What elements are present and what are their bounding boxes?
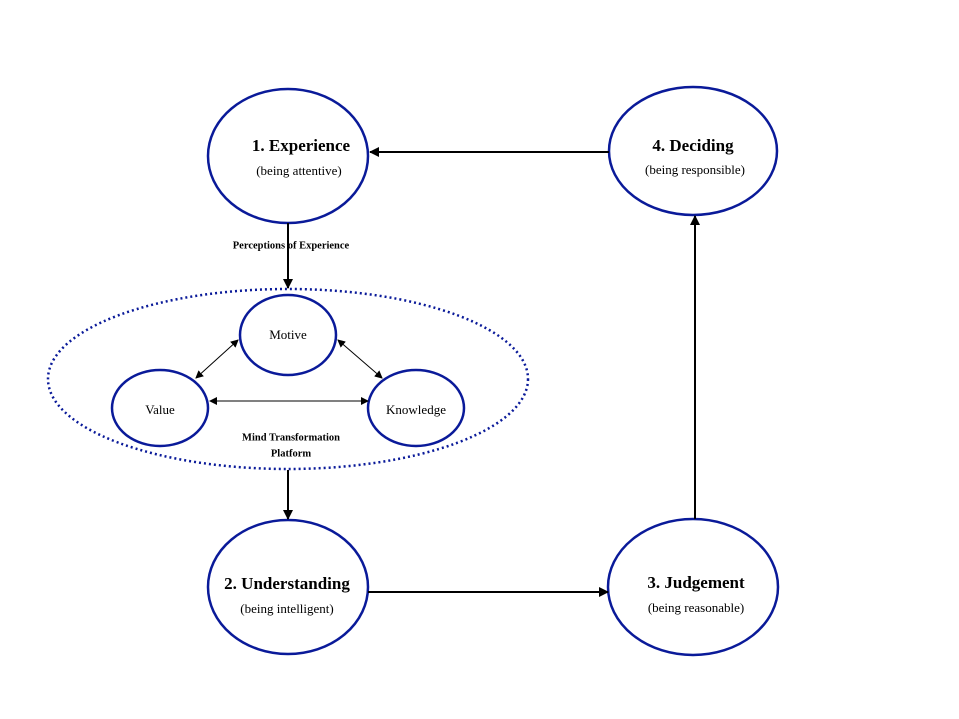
perceptions-edge-label: Perceptions of Experience — [232, 240, 350, 252]
knowledge-node — [366, 368, 466, 448]
experience-subtitle: (being attentive) — [256, 163, 342, 178]
deciding-subtitle: (being responsible) — [644, 162, 746, 177]
arrow-motive-knowledge — [337, 339, 383, 379]
value-node — [110, 368, 210, 448]
knowledge-label: Knowledge — [386, 402, 446, 417]
experience-node — [206, 87, 370, 225]
value-label: Value — [145, 402, 175, 417]
understanding-node — [206, 518, 370, 656]
experience-title: 1. Experience — [251, 136, 351, 155]
platform-label-line2: Platform — [270, 448, 312, 460]
arrow-motive-value — [195, 339, 239, 379]
judgement-subtitle: (being reasonable) — [647, 600, 745, 615]
deciding-title: 4. Deciding — [652, 136, 734, 155]
motive-node — [238, 293, 338, 377]
understanding-subtitle: (being intelligent) — [240, 601, 334, 616]
judgement-title: 3. Judgement — [647, 573, 745, 592]
mind-transformation-platform — [46, 287, 530, 471]
understanding-title: 2. Understanding — [224, 574, 350, 593]
motive-label: Motive — [269, 327, 307, 342]
platform-label-line1: Mind Transformation — [242, 432, 340, 444]
